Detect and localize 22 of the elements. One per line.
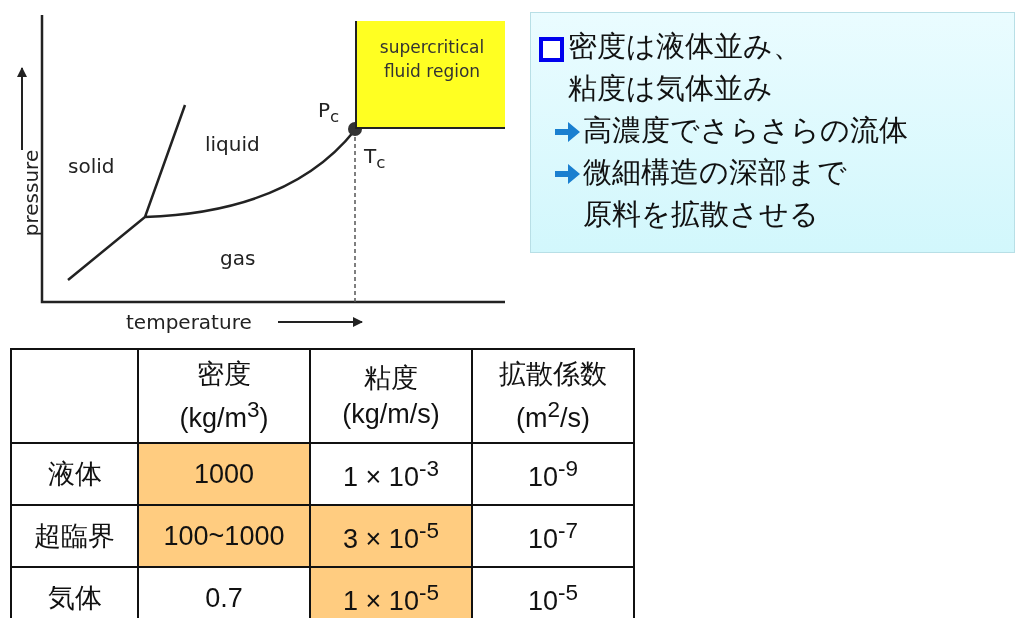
point-label: T$_{c}$ bbox=[364, 146, 386, 172]
region-label: supercritical fluid region bbox=[378, 36, 486, 83]
region-box bbox=[355, 21, 505, 129]
column-header: 粘度 (kg/m/s) bbox=[310, 349, 472, 443]
point-label: P$_{c}$ bbox=[318, 100, 340, 126]
table-cell: 10$^{-9}$ bbox=[472, 443, 634, 505]
axis-label: temperature bbox=[126, 312, 252, 332]
row-header: 気体 bbox=[11, 567, 138, 618]
column-header: 拡散係数 (m$^{2}$/s) bbox=[472, 349, 634, 443]
highlighted-table-cell: 3 × 10$^{-5}$ bbox=[310, 505, 472, 567]
region-label: liquid bbox=[205, 134, 260, 154]
highlighted-table-cell: 1 × 10$^{-5}$ bbox=[310, 567, 472, 618]
highlighted-table-cell: 100~1000 bbox=[138, 505, 310, 567]
note-text: 高濃度でさらさらの流体 bbox=[583, 112, 909, 149]
note-text: 微細構造の深部まで原料を拡散させる bbox=[583, 154, 848, 233]
highlighted-table-cell: 1000 bbox=[138, 443, 310, 505]
axis-label: pressure bbox=[21, 149, 42, 237]
table-cell: 10$^{-7}$ bbox=[472, 505, 634, 567]
note-text: 密度は液体並み、粘度は気体並み bbox=[568, 28, 803, 107]
note-panel bbox=[530, 12, 1015, 253]
region-label: solid bbox=[68, 156, 115, 176]
region-label: gas bbox=[220, 248, 256, 268]
